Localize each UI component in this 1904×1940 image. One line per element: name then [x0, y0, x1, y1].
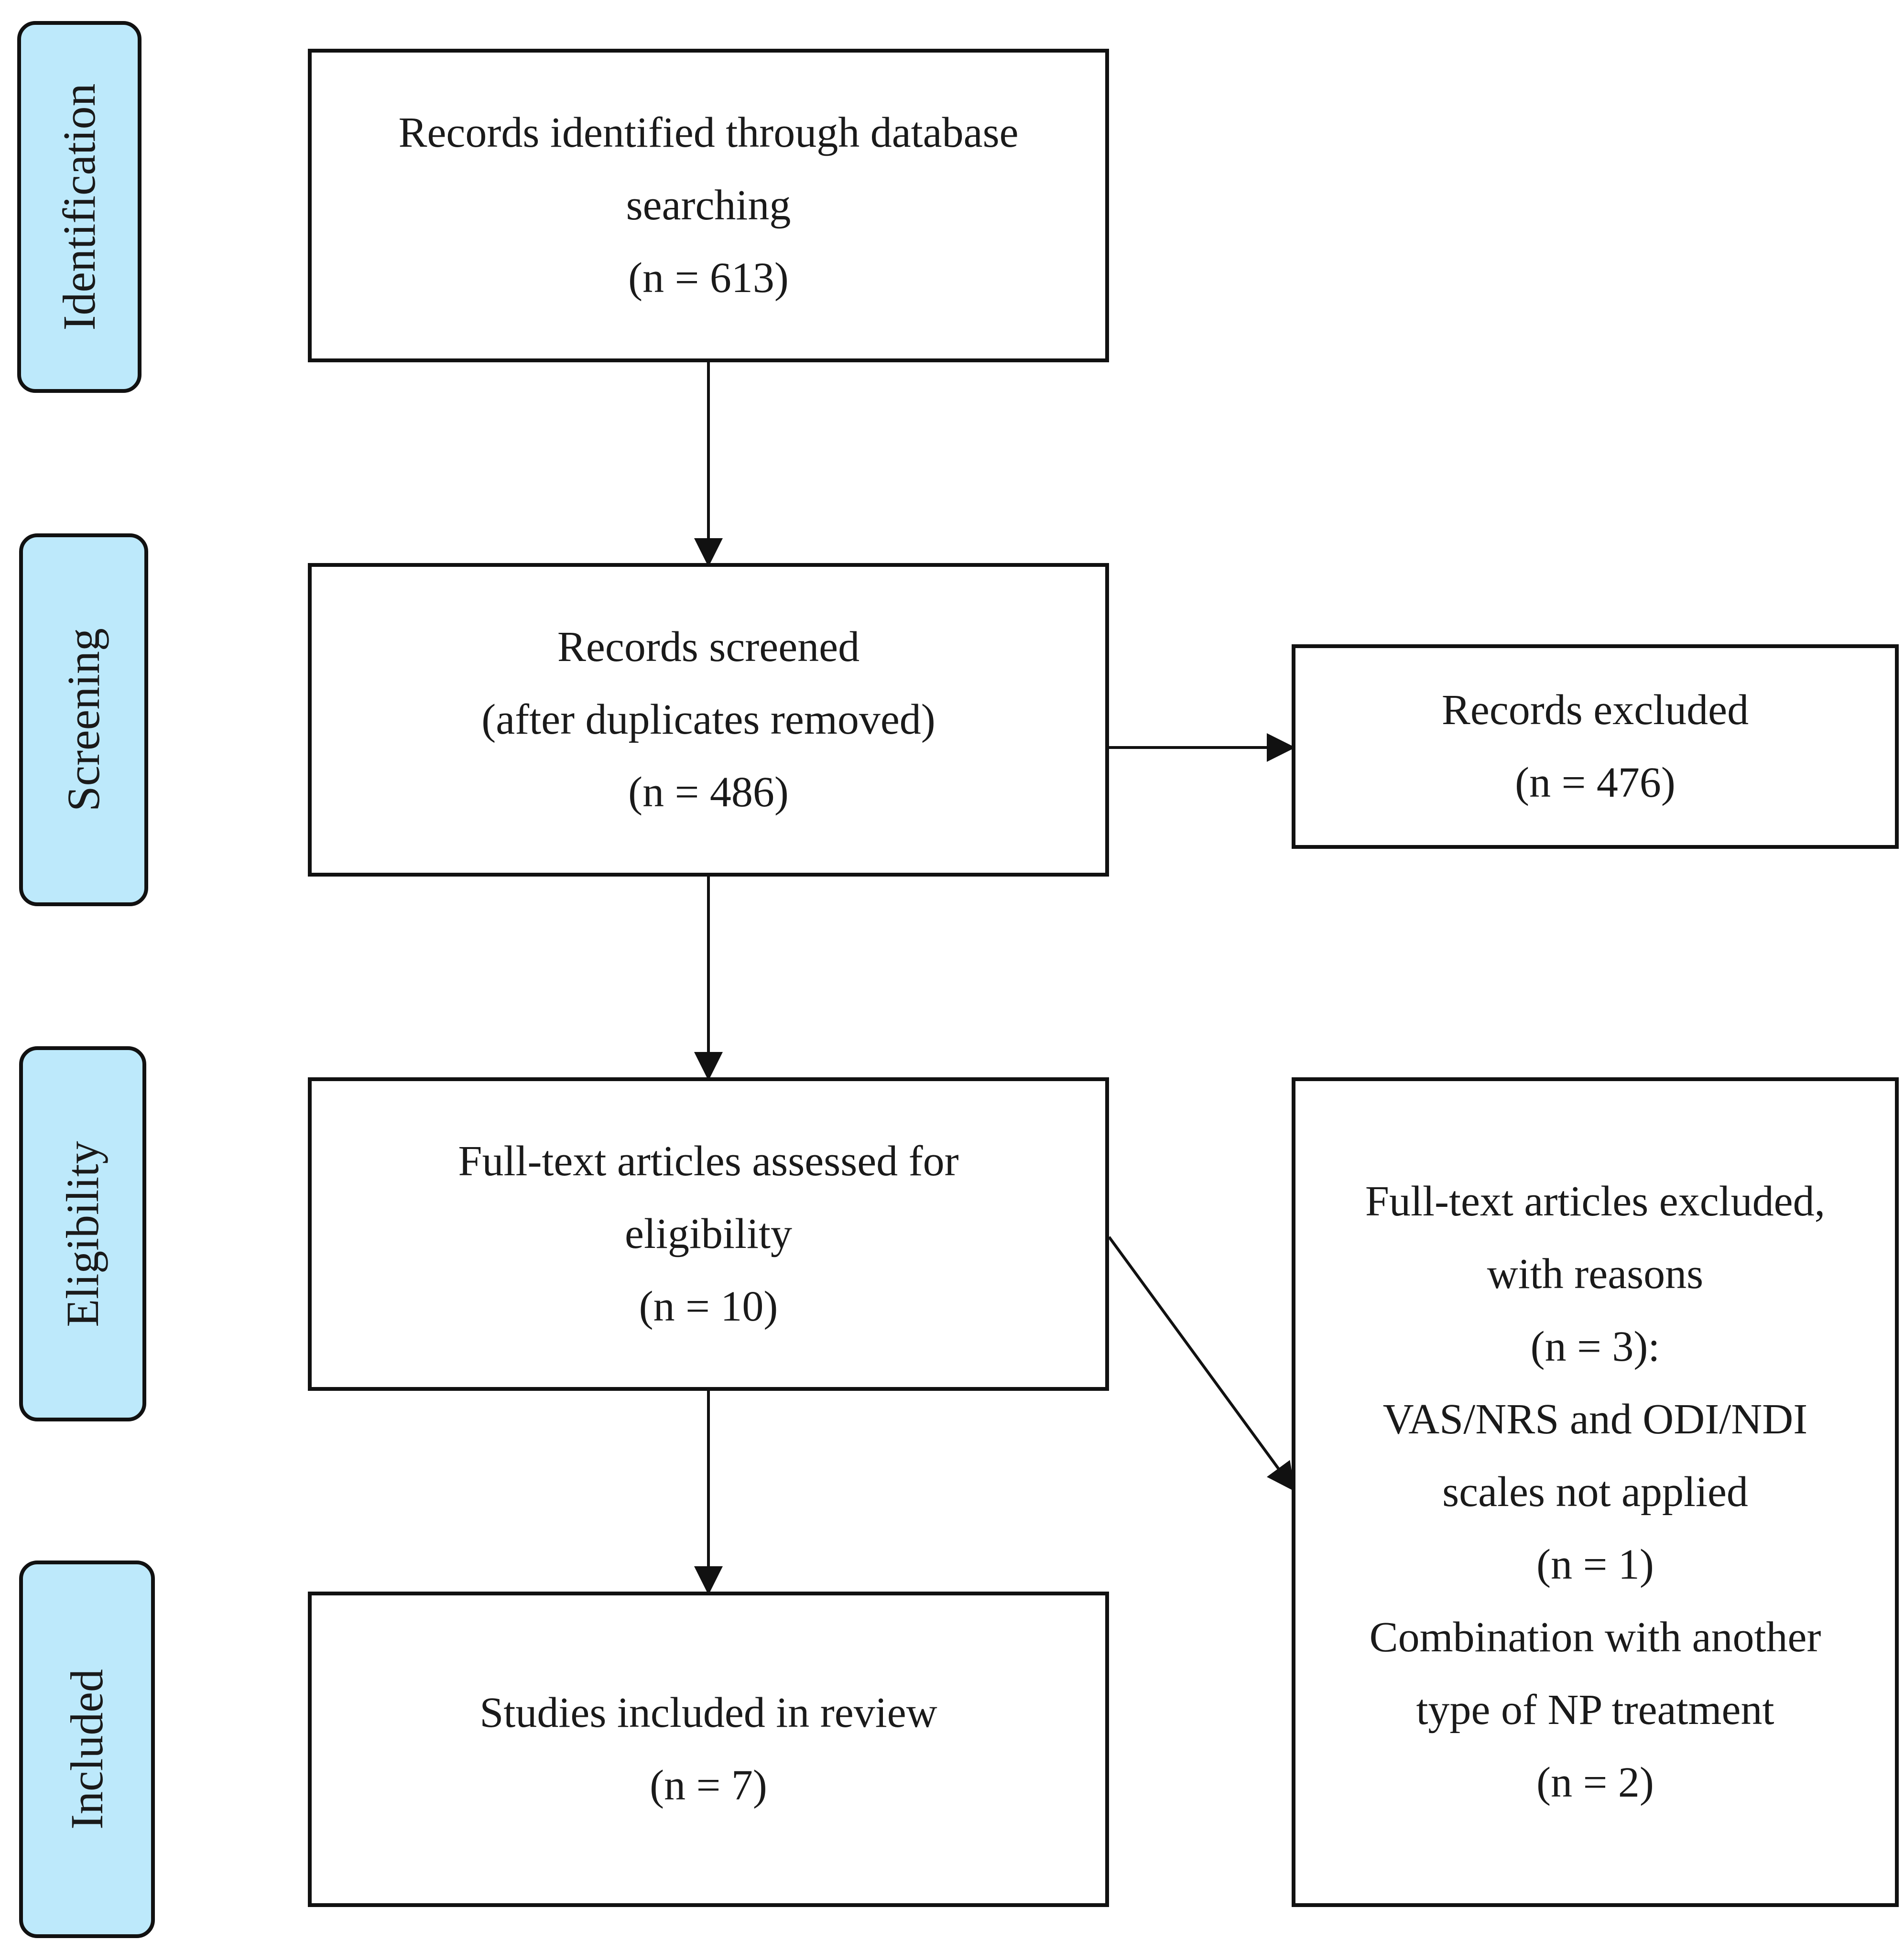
box-records-screened: Records screened (after duplicates remov… — [308, 563, 1109, 877]
fulltext-excluded-line1: Full-text articles excluded, — [1365, 1178, 1826, 1225]
records-screened-line2: (after duplicates removed) — [481, 696, 936, 743]
fulltext-assessed-line1: Full-text articles assessed for — [458, 1138, 959, 1185]
reason1-line2: scales not applied — [1442, 1468, 1748, 1516]
phase-screening: Screening — [19, 533, 148, 906]
phase-screening-label: Screening — [58, 628, 109, 812]
box-fulltext-assessed: Full-text articles assessed for eligibil… — [308, 1077, 1109, 1391]
box-fulltext-excluded: Full-text articles excluded, with reason… — [1292, 1077, 1899, 1907]
phase-eligibility: Eligibility — [19, 1046, 146, 1421]
records-identified-count: (n = 613) — [628, 254, 789, 302]
reason1-count: (n = 1) — [1536, 1541, 1654, 1588]
fulltext-assessed-line2: eligibility — [625, 1210, 792, 1257]
phase-identification-label: Identification — [54, 83, 105, 331]
box-records-excluded: Records excluded (n = 476) — [1292, 644, 1899, 849]
records-identified-line2: searching — [626, 182, 791, 229]
fulltext-excluded-count: (n = 3): — [1530, 1323, 1660, 1370]
box-studies-included: Studies included in review (n = 7) — [308, 1592, 1109, 1907]
studies-included-line1: Studies included in review — [479, 1689, 937, 1736]
reason1-line1: VAS/NRS and ODI/NDI — [1382, 1396, 1808, 1443]
phase-included: Included — [19, 1561, 155, 1938]
studies-included-count: (n = 7) — [650, 1762, 767, 1809]
records-excluded-line1: Records excluded — [1441, 686, 1749, 734]
reason2-line2: type of NP treatment — [1416, 1686, 1774, 1734]
records-screened-count: (n = 486) — [628, 769, 789, 816]
fulltext-excluded-line2: with reasons — [1487, 1250, 1704, 1298]
phase-included-label: Included — [61, 1669, 112, 1830]
box-records-identified: Records identified through database sear… — [308, 49, 1109, 362]
reason2-count: (n = 2) — [1536, 1759, 1654, 1806]
reason2-line1: Combination with another — [1369, 1614, 1821, 1661]
fulltext-assessed-count: (n = 10) — [639, 1283, 778, 1330]
phase-identification: Identification — [17, 21, 141, 393]
arrow-fulltext-to-fulltext-excluded — [1108, 1236, 1295, 1492]
records-identified-line1: Records identified through database — [398, 109, 1019, 156]
records-excluded-count: (n = 476) — [1515, 759, 1676, 806]
records-screened-line1: Records screened — [557, 623, 860, 671]
phase-eligibility-label: Eligibility — [57, 1140, 108, 1327]
